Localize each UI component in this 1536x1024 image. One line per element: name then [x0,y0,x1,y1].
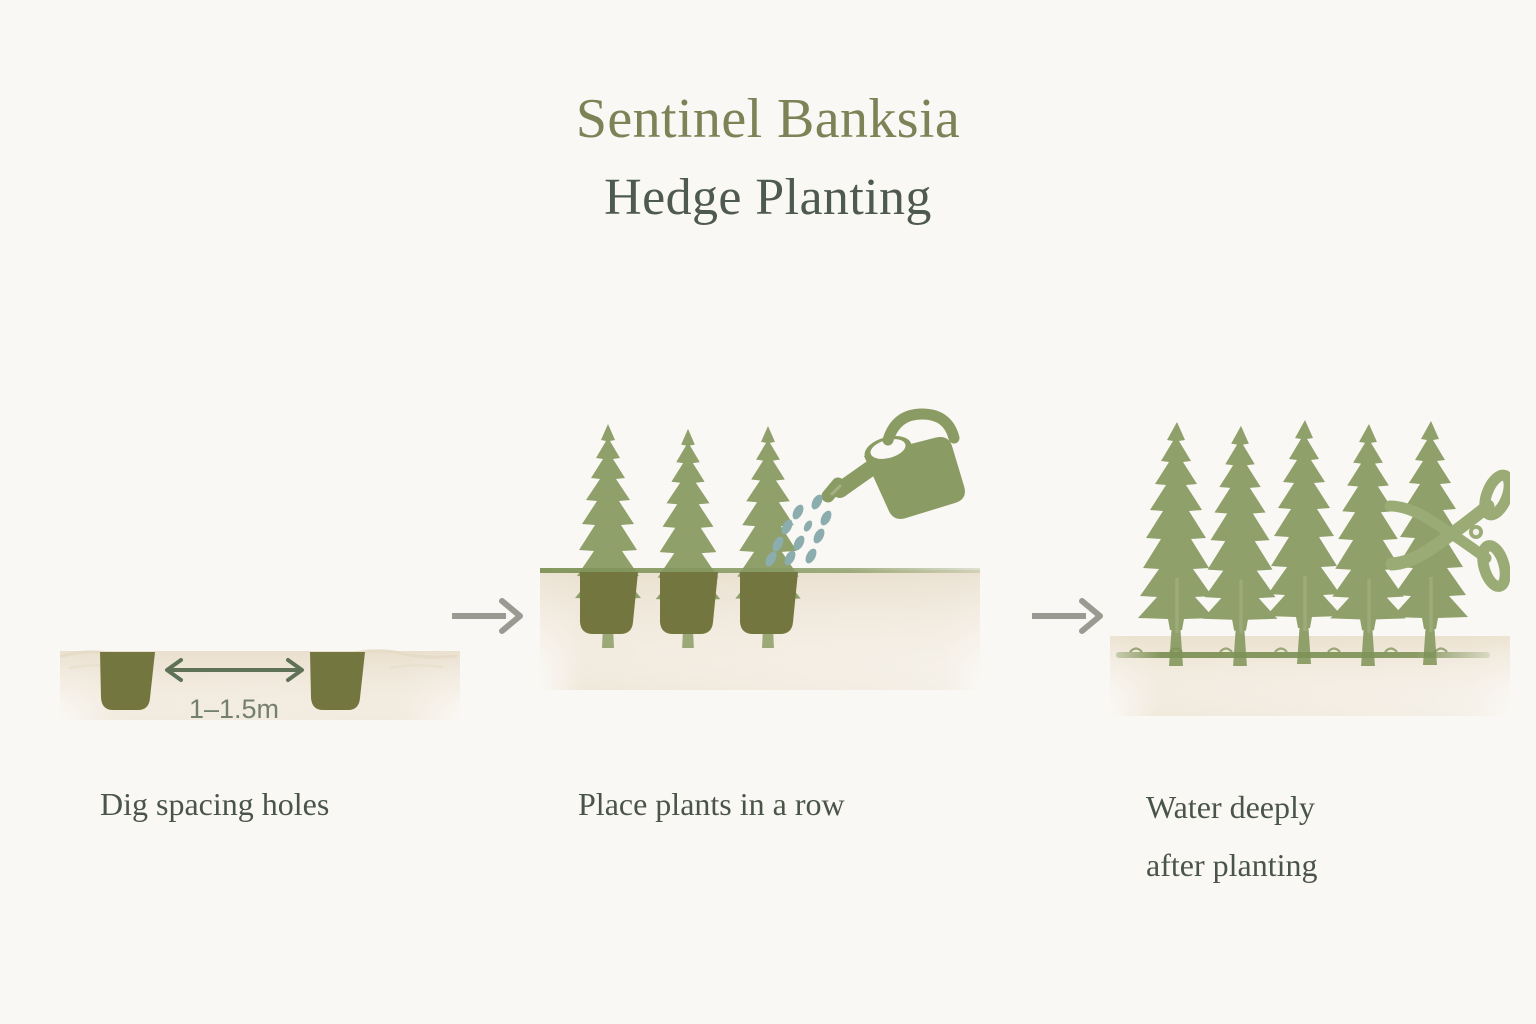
title-line-secondary: Hedge Planting [604,169,932,226]
potted-trees-icon [540,408,980,690]
ground-line [1116,647,1490,658]
step-panel-place-plants [540,400,980,720]
water-droplets [765,494,832,567]
pot-3 [740,572,798,634]
spacing-measure-arrow [165,658,304,682]
title-line-primary: Sentinel Banksia [575,88,961,150]
pot-1 [580,572,638,634]
hedge-tree-3 [1264,418,1344,666]
watering-can-icon [821,408,965,519]
step-caption-2: Place plants in a row [578,786,845,822]
soil-band [1110,636,1510,716]
flow-arrow-right-2 [1032,598,1103,634]
hedge-tree-1 [1136,420,1216,668]
hedge-row-icon [1110,418,1510,716]
step-panel-dig-holes: 1–1.5m [60,400,460,720]
hedge-tree-4 [1328,422,1408,668]
pot-2 [660,572,718,634]
planting-hole-2 [310,652,365,710]
step-panel-water-deeply [1110,400,1510,720]
spacing-measure-label: 1–1.5m [189,694,279,720]
step-caption-1: Dig spacing holes [100,786,330,822]
pruning-shears-icon [1384,469,1510,592]
hedge-tree-2 [1200,424,1280,668]
planting-hole-1 [100,652,155,710]
page-title: Sentinel Banksia Hedge Planting [0,86,1536,230]
flow-arrow-right-1 [452,598,523,634]
ground-line [540,568,980,573]
planting-holes-icon: 1–1.5m [60,649,460,720]
step-caption-3: Water deeply after planting [1146,789,1318,883]
